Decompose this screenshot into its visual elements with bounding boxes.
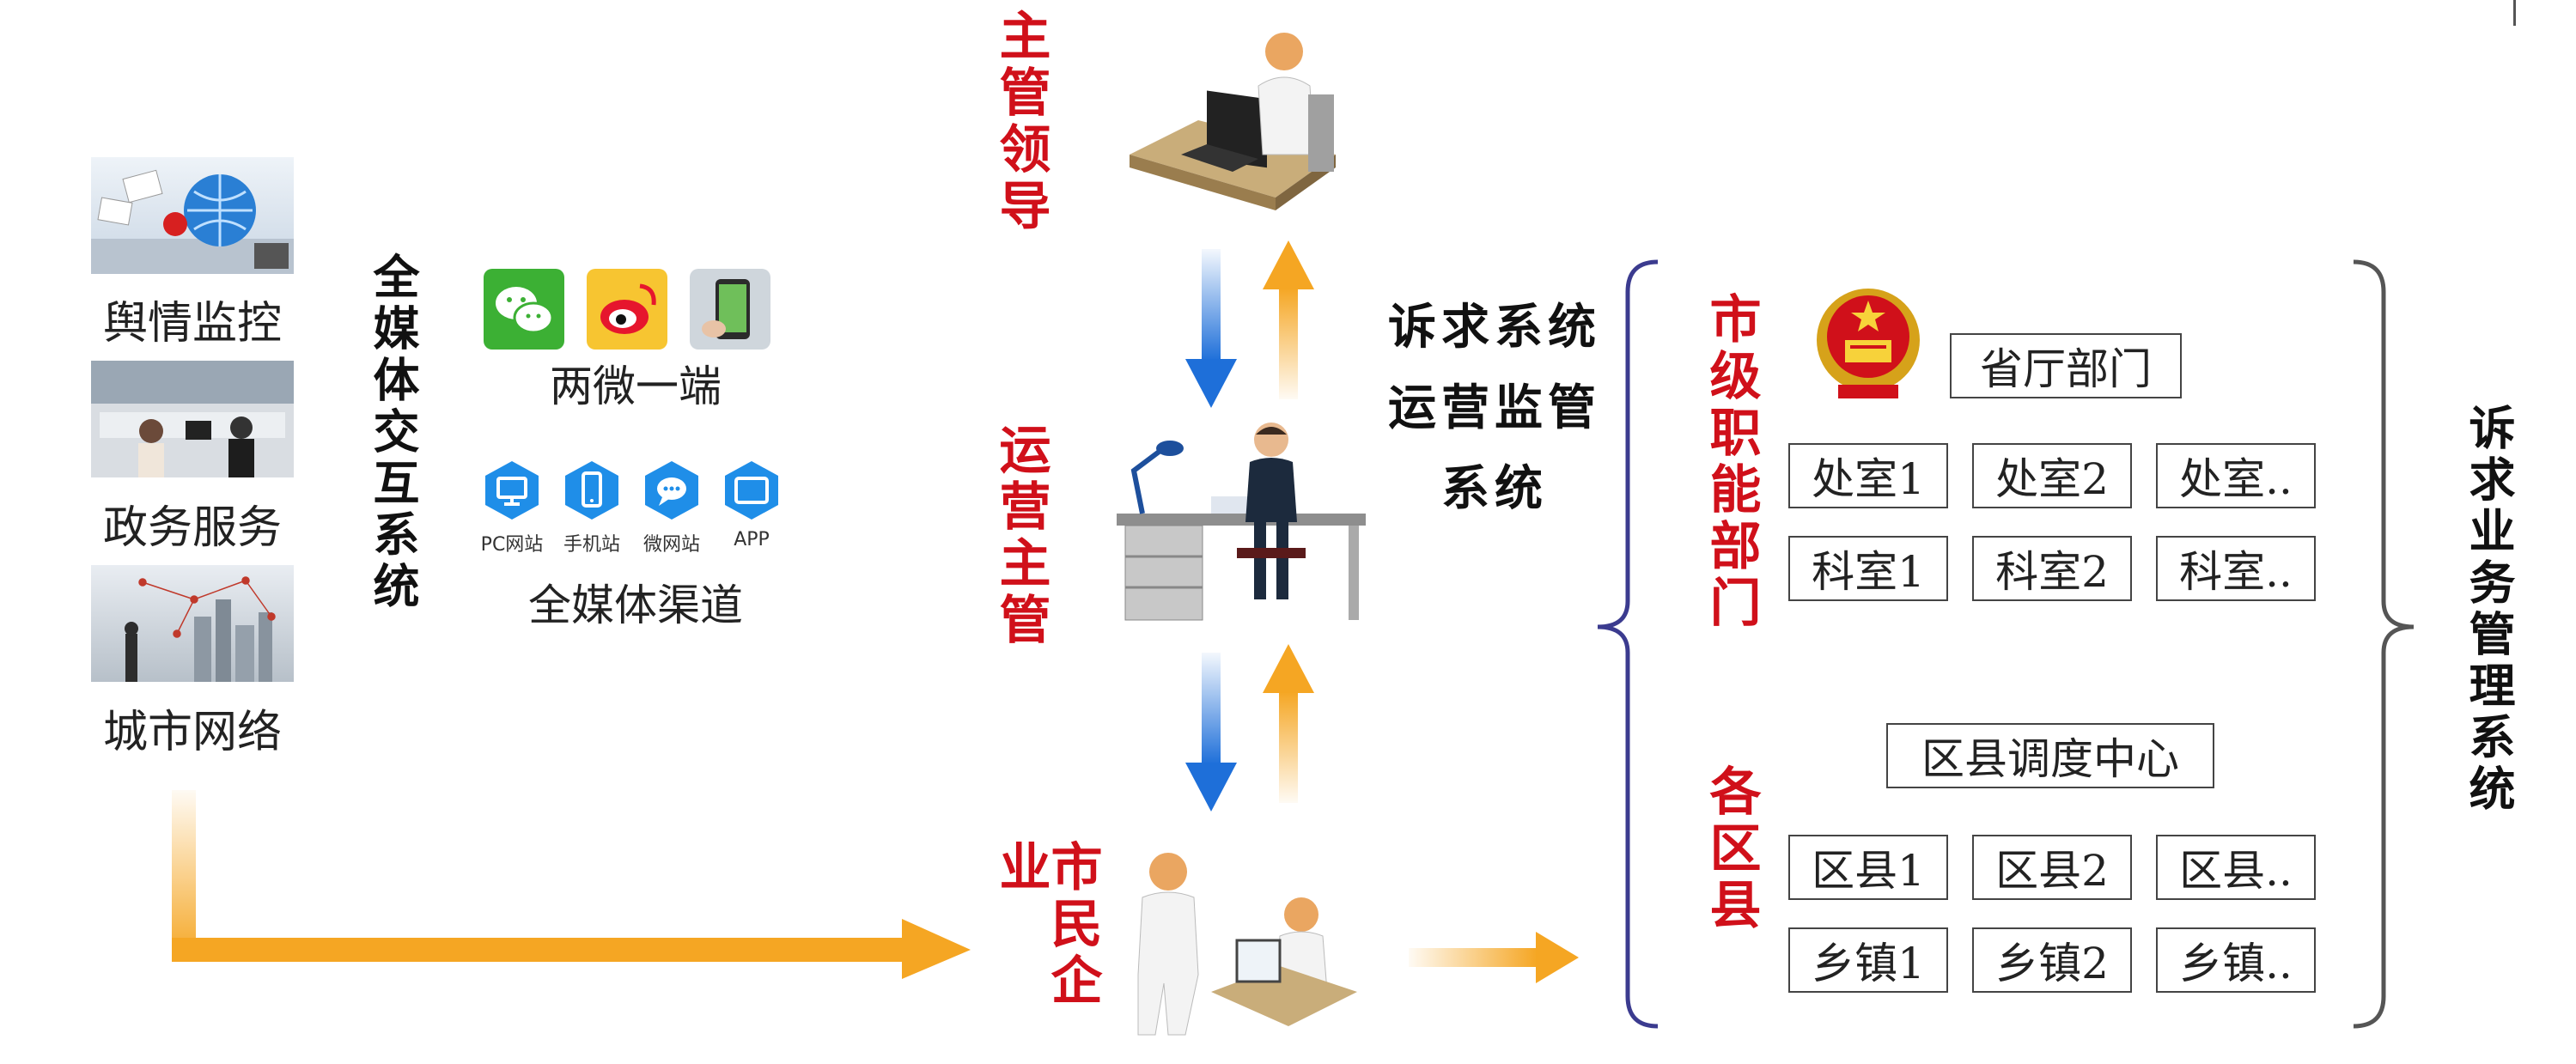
district-dispatch-box: 区县调度中心 [1886,723,2214,788]
arrow-up-citizen-to-operator [1263,644,1314,803]
arrow-sources-to-citizen [172,790,971,979]
provincial-dept-box: 省厅部门 [1950,333,2182,398]
role-citizen-label: 市民企业 [990,840,1102,1010]
ops-system-line-1: 诉求系统 [1388,299,1601,356]
leader-figure [1112,26,1353,223]
source-label-government-service: 政务服务 [102,502,282,554]
media-system-title: 全媒体交互系统 [365,252,420,613]
town-box-3: 乡镇.. [2156,927,2316,993]
town-box-2: 乡镇2 [1972,927,2132,993]
government-service-thumbnail [91,361,294,477]
operator-figure [1117,419,1374,625]
district-box-2: 区县2 [1972,835,2132,900]
weibo-icon [587,269,667,350]
right-system-title: 诉求业务管理系统 [2461,404,2516,816]
source-label-city-network: 城市网络 [102,707,282,758]
arrow-citizen-to-departments [1409,932,1579,983]
wechat-icon [484,269,564,350]
channel-label-mobile: 手机站 [563,534,620,556]
channel-label-app: APP [734,529,770,550]
phone-icon [563,459,620,521]
section-box-3: 科室.. [2156,536,2316,601]
arrow-down-operator-to-citizen [1185,653,1237,812]
globe-monitor-icon [91,169,294,274]
chat-bubble-icon [643,459,700,521]
city-dept-title: 市级职能部门 [1701,292,1761,632]
tablet-icon [723,459,780,521]
source-label-public-opinion: 舆情监控 [102,298,282,350]
arrow-down-leader-to-operator [1185,249,1237,408]
office-box-2: 处室2 [1972,443,2132,508]
district-title: 各区县 [1701,764,1761,934]
ops-system-line-2: 运营监管 [1388,380,1601,436]
role-leader-label: 主管领导 [990,9,1050,235]
district-box-3: 区县.. [2156,835,2316,900]
citizen-figure [1117,846,1366,1043]
channel-label-pc: PC网站 [480,534,544,556]
section-box-2: 科室2 [1972,536,2132,601]
town-box-1: 乡镇1 [1788,927,1948,993]
section-box-1: 科室1 [1788,536,1948,601]
service-hall-photo [91,361,294,477]
district-box-1: 区县1 [1788,835,1948,900]
mobile-app-icon [690,269,770,350]
right-brace [2353,259,2415,1029]
arrow-up-operator-to-leader [1263,240,1314,399]
national-emblem-icon [1812,283,1924,404]
channel-label-micro-site: 微网站 [642,534,700,556]
edge-line [2513,0,2516,26]
left-brace [1597,259,1659,1029]
office-box-3: 处室.. [2156,443,2316,508]
ops-system-line-3: 系统 [1441,460,1548,517]
public-opinion-thumbnail [91,157,294,274]
office-box-1: 处室1 [1788,443,1948,508]
city-network-photo [125,576,276,682]
monitor-icon [484,459,540,521]
city-network-thumbnail [91,565,294,682]
two-micro-one-end-label: 两微一端 [550,362,722,411]
role-operator-label: 运营主管 [990,423,1050,649]
channels-title: 全媒体渠道 [528,581,743,630]
